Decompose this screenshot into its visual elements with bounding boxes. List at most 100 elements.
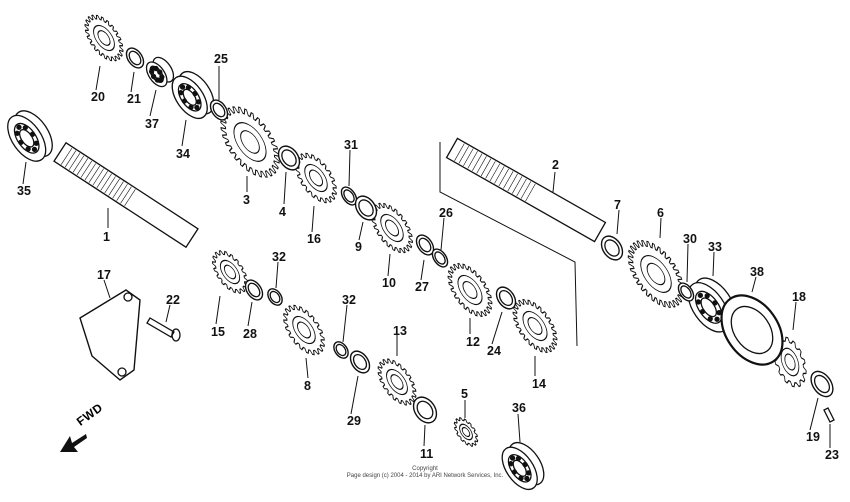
callout-leader <box>342 304 348 343</box>
callout-label: 25 <box>214 52 228 66</box>
washer-28 <box>244 279 264 301</box>
callout-leader <box>103 279 111 299</box>
gear-13 <box>377 358 417 406</box>
cover-plate-17 <box>79 289 141 381</box>
countershaft <box>445 137 607 243</box>
callout-leader <box>350 375 359 415</box>
bolt-22 <box>146 317 175 338</box>
callout-label: 20 <box>91 90 105 104</box>
callout-label: 32 <box>272 250 286 264</box>
callout-leader <box>181 119 187 147</box>
callout-label: 38 <box>750 265 764 279</box>
callout-leader <box>149 89 157 117</box>
callout-label: 5 <box>461 387 468 401</box>
callout-label: 8 <box>304 379 311 393</box>
callout-label: 23 <box>825 448 839 462</box>
washer-27 <box>415 234 435 256</box>
bolt-22-head <box>171 328 181 342</box>
circlip-31 <box>340 186 358 206</box>
callout-label: 37 <box>145 117 159 131</box>
callout-leader <box>311 205 315 233</box>
callout-label: 18 <box>792 290 806 304</box>
bushing-7 <box>600 235 624 261</box>
bearing-37 <box>145 56 175 88</box>
callout-label: 35 <box>17 184 31 198</box>
callout-leader <box>616 209 620 235</box>
fwd-arrow-icon <box>60 434 87 452</box>
callout-label: 24 <box>487 344 501 358</box>
callout-label: 11 <box>420 447 434 461</box>
callout-leader <box>423 424 426 447</box>
gear-5 <box>453 417 479 447</box>
callout-label: 21 <box>127 92 141 106</box>
callout-label: 1 <box>103 230 110 244</box>
callout-leader <box>491 311 503 345</box>
callout-leader <box>686 243 689 283</box>
callout-label: 29 <box>347 414 361 428</box>
mainshaft <box>53 141 199 249</box>
plate-19 <box>810 370 834 398</box>
callout-leader <box>165 304 171 323</box>
gear-16 <box>295 152 337 204</box>
callout-label: 10 <box>382 276 396 290</box>
callout-label: 33 <box>708 240 722 254</box>
circlip-32b <box>333 341 349 359</box>
callout-label: 2 <box>552 158 559 172</box>
callout-label: 12 <box>466 335 480 349</box>
callout-leader <box>358 221 364 241</box>
callout-leader <box>387 253 391 277</box>
bearing-34 <box>171 70 215 120</box>
callout-label: 16 <box>307 232 321 246</box>
cover-hole <box>117 367 127 377</box>
callout-label: 34 <box>176 147 190 161</box>
callout-leader <box>348 149 351 187</box>
callout-leader <box>659 217 662 239</box>
bushing-4 <box>277 145 301 171</box>
gear-3 <box>220 106 280 178</box>
copyright-notice: Copyright Page design (c) 2004 - 2014 by… <box>300 466 550 480</box>
copyright-line-1: Copyright <box>412 466 438 472</box>
callout-leader <box>130 71 135 93</box>
callout-leader <box>792 301 797 331</box>
gear-20 <box>84 14 124 62</box>
callout-label: 30 <box>683 232 697 246</box>
callout-label: 13 <box>393 324 407 338</box>
callout-label: 3 <box>243 193 250 207</box>
callout-label: 28 <box>243 327 257 341</box>
circlip-30 <box>677 282 695 302</box>
callout-label: 32 <box>342 293 356 307</box>
callout-label: 36 <box>512 401 526 415</box>
callout-label: 15 <box>211 325 225 339</box>
callout-leader <box>751 276 757 293</box>
gear-14 <box>512 299 558 353</box>
callout-label: 31 <box>344 138 358 152</box>
callout-label: 7 <box>614 198 621 212</box>
washer-24 <box>495 286 517 310</box>
bolt-23 <box>823 407 835 423</box>
callout-label: 6 <box>657 206 664 220</box>
callout-leader <box>440 217 445 251</box>
callout-leader <box>809 397 819 431</box>
callout-leader <box>517 413 521 443</box>
callout-label: 14 <box>532 377 546 391</box>
gear-8 <box>283 304 325 356</box>
callout-label: 27 <box>415 280 429 294</box>
callout-label: 19 <box>806 430 820 444</box>
bushing-11 <box>412 396 438 424</box>
cover-hole <box>123 292 133 302</box>
callout-leader <box>420 259 425 281</box>
callout-label: 26 <box>439 206 453 220</box>
callout-leader <box>247 301 253 327</box>
callout-leader <box>712 251 715 277</box>
gear-10 <box>371 202 413 254</box>
gear-12 <box>447 263 493 317</box>
bearing-36 <box>501 441 545 491</box>
bearing-35 <box>7 110 53 162</box>
callout-label: 17 <box>97 268 111 282</box>
oil-seal-38 <box>720 294 784 366</box>
washer-25 <box>209 99 229 121</box>
callout-leader <box>95 65 101 91</box>
callout-leader <box>283 171 287 205</box>
callout-label: 9 <box>355 240 362 254</box>
